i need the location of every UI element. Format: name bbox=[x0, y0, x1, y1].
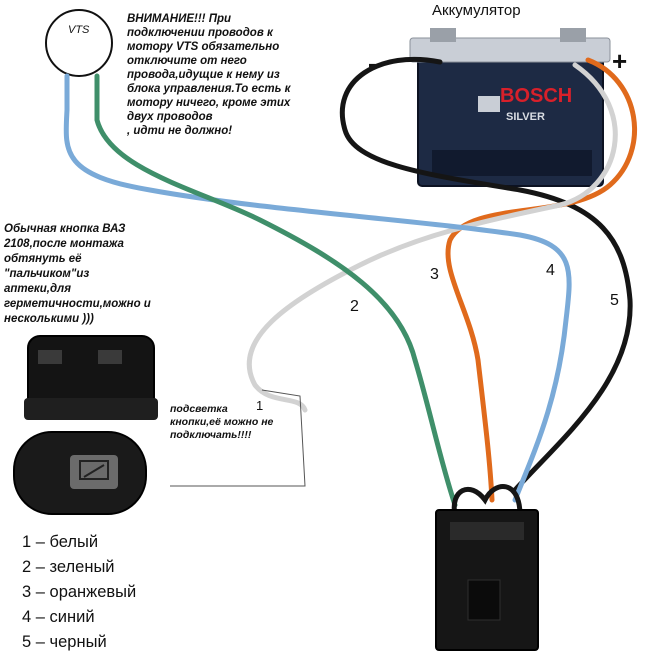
battery-model: SILVER bbox=[506, 111, 545, 123]
vts-label: VTS bbox=[68, 24, 90, 36]
wire-number-5: 5 bbox=[610, 292, 619, 309]
wire-backlight bbox=[170, 389, 306, 487]
battery-image: BOSCH SILVER bbox=[409, 28, 611, 187]
battery-brand: BOSCH bbox=[500, 85, 572, 107]
legend-item-1: 1 – белый bbox=[22, 533, 99, 551]
connector-block bbox=[435, 509, 539, 651]
button-front-image bbox=[13, 431, 147, 515]
vts-motor-circle bbox=[45, 9, 113, 77]
legend-item-5: 5 – черный bbox=[22, 633, 107, 651]
battery-plus-sign: + bbox=[612, 46, 627, 76]
legend-item-4: 4 – синий bbox=[22, 608, 95, 626]
wire-black-minus bbox=[339, 56, 633, 493]
legend-item-3: 3 – оранжевый bbox=[22, 583, 137, 601]
legend-item-2: 2 – зеленый bbox=[22, 558, 115, 576]
backlight-note: подсветка кнопки,её можно не подключать!… bbox=[170, 403, 274, 441]
button-note: Обычная кнопка ВАЗ 2108,после монтажа об… bbox=[4, 223, 151, 325]
wire-white bbox=[246, 62, 618, 413]
wire-green bbox=[94, 73, 458, 508]
button-top-image bbox=[24, 335, 158, 420]
warning-note: ВНИМАНИЕ!!! При подключении проводов к м… bbox=[127, 13, 291, 137]
battery-title: Аккумулятор bbox=[432, 2, 521, 19]
wire-number-1: 1 bbox=[256, 398, 264, 413]
color-legend: 1 – белый 2 – зеленый 3 – оранжевый 4 – … bbox=[22, 530, 136, 655]
wire-blue bbox=[63, 73, 572, 503]
battery-minus-sign: - bbox=[368, 48, 377, 78]
wire-black-loop bbox=[451, 484, 523, 518]
wire-number-2: 2 bbox=[350, 298, 359, 315]
wire-number-4: 4 bbox=[546, 262, 555, 279]
wire-number-3: 3 bbox=[430, 266, 439, 283]
